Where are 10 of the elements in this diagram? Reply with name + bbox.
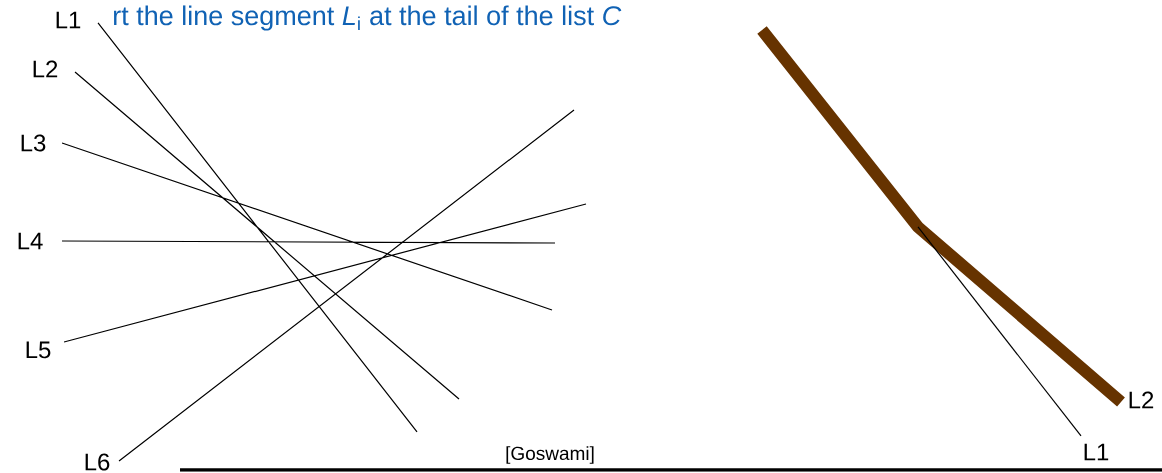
line-label: L2 bbox=[33, 60, 58, 78]
title: rt the line segment L$_{i}$ at the tail of the list C bbox=[114, 5, 622, 31]
line-label: L3 bbox=[21, 134, 46, 152]
line-label: L2 bbox=[1129, 391, 1154, 409]
line-label: L1 bbox=[56, 11, 81, 29]
line-label: L4 bbox=[18, 232, 43, 250]
line-label: L1 bbox=[1084, 443, 1109, 461]
citation: [Goswami] bbox=[506, 446, 594, 464]
line-label: L5 bbox=[26, 341, 51, 359]
line-label: L6 bbox=[85, 453, 110, 471]
